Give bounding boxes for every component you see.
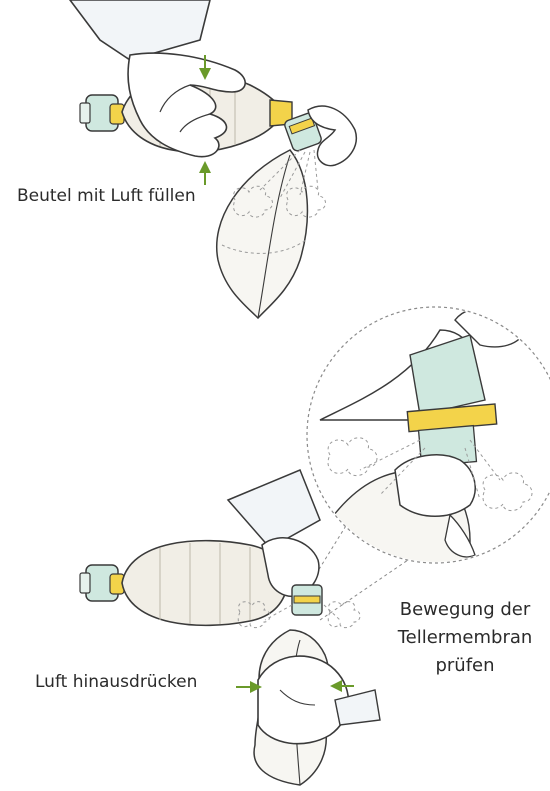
detail-zoom-circle	[307, 306, 550, 580]
caption-push-air-out: Luft hinausdrücken	[35, 672, 197, 692]
patient-valve-bottom	[292, 585, 322, 615]
sleeve-bottom	[228, 470, 320, 548]
caption-fill-bag: Beutel mit Luft füllen	[17, 186, 196, 206]
sleeve	[70, 0, 210, 60]
reservoir-bag-top	[217, 150, 308, 318]
scene-press-out	[80, 306, 550, 785]
valve-left-bottom	[80, 565, 124, 601]
caption-check-line-2: Tellermembran	[375, 624, 550, 652]
caption-check-line-3: prüfen	[375, 652, 550, 680]
hand-squeezing-reservoir	[258, 656, 380, 744]
caption-check-line-1: Bewegung der	[375, 596, 550, 624]
valve-left	[80, 95, 124, 131]
scene-fill-bag	[70, 0, 356, 318]
caption-check-membrane: Bewegung der Tellermembran prüfen	[375, 596, 550, 680]
